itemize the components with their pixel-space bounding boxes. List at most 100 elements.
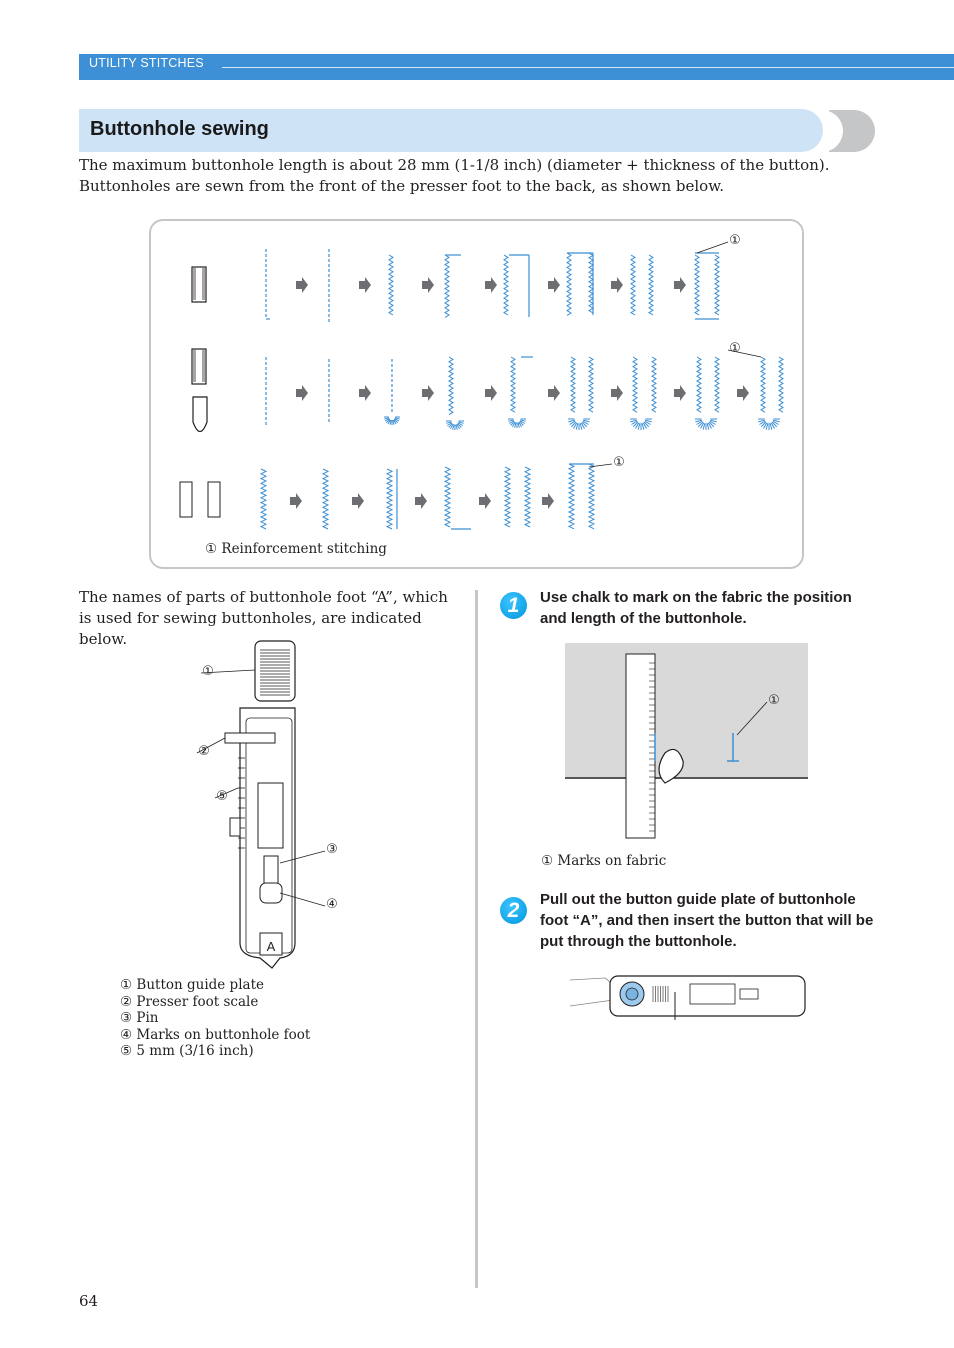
callout-number: ④	[326, 897, 338, 912]
legend-item: ② Presser foot scale	[120, 993, 259, 1010]
fabric-caption: ① Marks on fabric	[541, 853, 666, 870]
foot-outline	[609, 975, 806, 1017]
foot-label-box	[259, 932, 283, 956]
callout-number: ①	[613, 455, 625, 470]
satin-stitch	[588, 356, 594, 413]
caption-text: Reinforcement stitching	[221, 541, 387, 557]
satin-stitch	[588, 252, 594, 314]
figure-caption: ① Reinforcement stitching	[205, 541, 387, 558]
satin-stitch	[443, 466, 452, 528]
stitch-sequence-diagram: ①①①	[179, 233, 784, 530]
satin-stitch	[630, 254, 636, 316]
sequence-arrow-icon	[359, 385, 371, 401]
bar-tack-type-icon	[207, 481, 221, 518]
satin-stitch	[388, 254, 394, 316]
leader-line	[214, 787, 239, 799]
satin-stitch	[714, 356, 720, 413]
satin-stitch	[523, 466, 532, 528]
step-instruction: Pull out the button guide plate of butto…	[540, 891, 874, 950]
step-number: 2	[500, 897, 527, 924]
satin-stitch	[566, 252, 572, 316]
satin-stitch	[778, 356, 784, 413]
satin-stitch	[510, 356, 516, 413]
callout-number: ①	[202, 664, 214, 679]
pin	[263, 855, 279, 885]
satin-stitch	[694, 254, 700, 316]
callout-number: ①	[768, 693, 780, 708]
callout-number: ①	[729, 233, 741, 248]
keyhole-stitch	[508, 418, 526, 428]
leader-line	[279, 850, 326, 864]
sequence-arrow-icon	[485, 385, 497, 401]
callout-number: ②	[198, 744, 210, 759]
bar-tack-type-icon	[179, 481, 193, 518]
chalk-marking-diagram: ①	[565, 653, 808, 843]
leader-line	[727, 349, 762, 358]
fabric-edge-area	[565, 777, 808, 843]
sequence-arrow-icon	[737, 385, 749, 401]
button-guide-diagram	[569, 975, 806, 1020]
buttonhole-type-icon	[191, 348, 207, 385]
foot-window	[689, 983, 736, 1005]
leader-line	[696, 241, 729, 254]
legend-item: ① Button guide plate	[120, 977, 264, 993]
title-decoration-gap	[822, 110, 843, 152]
header-rule	[222, 67, 954, 68]
step-number: 1	[500, 592, 527, 619]
sequence-arrow-icon	[296, 385, 308, 401]
stitch-sequence-figure	[149, 219, 804, 569]
page-number: 64	[79, 1292, 99, 1310]
foot-intro-paragraph: The names of parts of buttonhole foot “A…	[79, 588, 448, 648]
leader-line	[279, 892, 326, 907]
foot-legend: ① Button guide plate ② Presser foot scal…	[120, 977, 310, 1060]
leader-line	[588, 463, 613, 468]
step-instruction: Use chalk to mark on the fabric the posi…	[540, 589, 852, 627]
sequence-arrow-icon	[548, 277, 560, 293]
satin-stitch	[385, 468, 394, 530]
page-title: Buttonhole sewing	[90, 118, 269, 140]
fabric-illustration	[565, 643, 808, 779]
sequence-arrow-icon	[611, 277, 623, 293]
sequence-arrow-icon	[422, 385, 434, 401]
caption-marker: ①	[541, 853, 554, 869]
sequence-arrow-icon	[611, 385, 623, 401]
legend-item: ⑤ 5 mm (3/16 inch)	[120, 1043, 254, 1060]
sequence-arrow-icon	[290, 493, 302, 509]
foot-letter: A	[267, 939, 276, 954]
sequence-arrow-icon	[674, 277, 686, 293]
keyhole-type-icon	[192, 396, 208, 433]
buttonhole-type-icon	[191, 266, 207, 303]
leader-line	[736, 701, 768, 736]
ruler	[625, 653, 656, 839]
presser-foot-scale	[224, 732, 276, 744]
side-tab	[229, 817, 241, 837]
chalk-icon	[658, 748, 684, 784]
sequence-arrow-icon	[542, 493, 554, 509]
sequence-arrow-icon	[359, 277, 371, 293]
satin-stitch	[760, 356, 766, 413]
callout-number: ⑤	[216, 789, 228, 804]
keyhole-stitch	[446, 420, 464, 430]
leader-line	[200, 669, 256, 674]
sequence-arrow-icon	[479, 493, 491, 509]
satin-stitch	[632, 356, 638, 413]
foot-marks	[259, 882, 283, 904]
leader-line	[196, 737, 226, 754]
sequence-arrow-icon	[485, 277, 497, 293]
satin-stitch	[503, 466, 512, 528]
satin-stitch	[567, 463, 576, 530]
satin-stitch	[321, 468, 330, 530]
sequence-arrow-icon	[674, 385, 686, 401]
keyhole-stitch	[695, 418, 717, 430]
caption-marker: ①	[205, 541, 218, 557]
sequence-arrow-icon	[548, 385, 560, 401]
satin-stitch	[587, 463, 596, 530]
button-center	[625, 987, 639, 1001]
intro-paragraph: The maximum buttonhole length is about 2…	[79, 156, 830, 195]
satin-stitch	[259, 468, 268, 530]
sequence-arrow-icon	[415, 493, 427, 509]
pin	[739, 988, 759, 1000]
foot-window	[257, 782, 284, 849]
keyhole-stitch	[568, 418, 590, 430]
